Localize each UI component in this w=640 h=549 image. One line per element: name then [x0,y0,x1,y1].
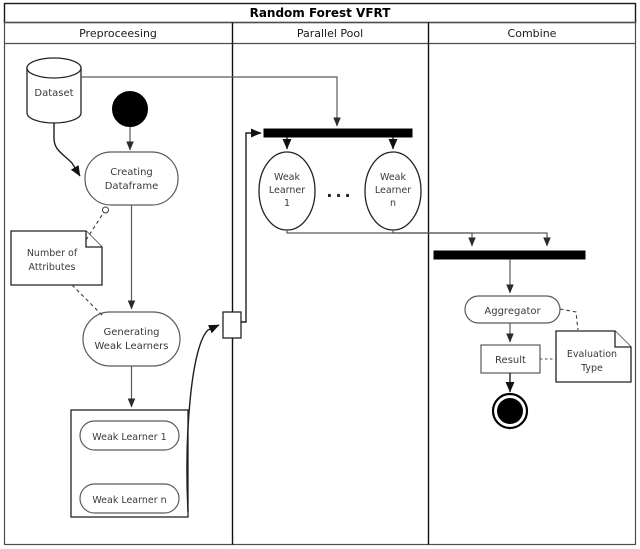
diagram-title: Random Forest VFRT [250,6,392,20]
aggregator-label: Aggregator [484,306,541,317]
weak-learner-n-pool-line3: n [390,198,396,209]
weak-learner-1-pool-line1: Weak [274,172,301,183]
evaluation-type-line2: Type [580,363,603,374]
generating-weak-learners-line2: Weak Learners [95,341,169,352]
weak-learner-n-pool-line1: Weak [380,172,407,183]
weak-learner-n-local-label: Weak Learner n [92,495,166,506]
number-of-attributes-note: Number of Attributes [10,230,103,286]
note-anchor-dot [102,206,109,214]
diagram-frame [3,21,637,546]
fork-bar [263,128,413,138]
number-of-attributes-line2: Attributes [29,262,76,273]
flow-connector-to-fork [241,128,262,323]
weak-learner-n-pool-line2: Learner [375,185,411,196]
weak-learner-1-pool-node: Weak Learner 1 [258,151,316,231]
join-bar [433,250,586,260]
evaluation-type-note: Evaluation Type [555,330,632,383]
connector-box [222,311,242,339]
lane-title-parallel-pool: Parallel Pool [297,27,363,40]
note-link-aggregator-to-evaluation [559,308,579,331]
flow-dataset-to-fork [81,76,341,127]
creating-dataframe-node: Creating Dataframe [84,151,179,206]
note-link-to-creating-dataframe [85,211,105,241]
lane-title-combine: Combine [508,27,557,40]
creating-dataframe-label-line1: Creating [110,167,153,178]
weak-learner-group-box: Weak Learner 1 Weak Learner n [70,409,189,518]
number-of-attributes-line1: Number of [27,248,78,259]
ellipsis-label: ... [326,182,353,201]
dataset-label: Dataset [34,88,73,99]
final-node [491,392,529,430]
result-node: Result [480,344,541,374]
weak-learner-n-pool-node: Weak Learner n [364,151,422,231]
note-link-to-generating [71,284,105,318]
aggregator-node: Aggregator [464,295,561,324]
weak-learner-1-pool-line2: Learner [269,185,305,196]
initial-node [112,91,148,127]
weak-learner-1-local-node: Weak Learner 1 [79,420,180,451]
flow-weak-learner-n-to-join [392,230,551,247]
result-label: Result [495,355,526,366]
flow-dataset-to-creating-dataframe [53,123,81,177]
dataset-node: Dataset [26,57,82,124]
weak-learner-1-local-label: Weak Learner 1 [92,432,166,443]
generating-weak-learners-node: Generating Weak Learners [82,311,181,367]
creating-dataframe-label-line2: Dataframe [105,181,159,192]
lane-title-preprocessing: Preproceesing [79,27,157,40]
flow-group-to-connector [186,324,220,513]
generating-weak-learners-line1: Generating [103,327,159,338]
evaluation-type-line1: Evaluation [567,349,617,360]
weak-learner-n-local-node: Weak Learner n [79,483,180,514]
flow-weak-learner-1-to-join [286,230,476,247]
weak-learner-1-pool-line3: 1 [284,198,290,209]
